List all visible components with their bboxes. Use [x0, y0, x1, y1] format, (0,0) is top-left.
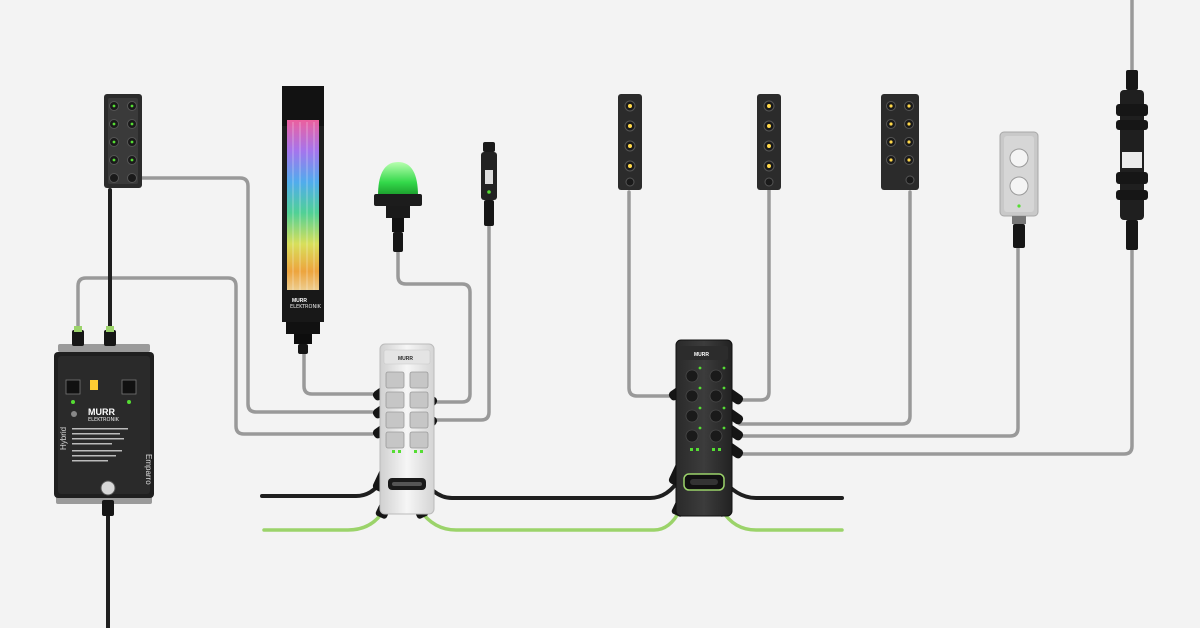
power-cables: [106, 188, 844, 628]
white-hub-brand: MURR: [398, 356, 413, 362]
black-hub-brand: MURR: [694, 352, 709, 358]
cable-io1-to-black-hub: [627, 190, 674, 398]
green-bus-in: [262, 508, 386, 532]
cable-ps-to-white-hub: [76, 276, 374, 436]
pushbutton-top: [1009, 148, 1029, 168]
cable-beacon-to-white-hub: [396, 248, 472, 404]
green-bus-out: [720, 508, 844, 532]
io-module-left: [104, 94, 142, 188]
ps-side-label-right: Emparro: [144, 454, 153, 485]
cable-buttonbox-to-black-hub: [738, 244, 1020, 438]
cable-rotary-to-black-hub: [738, 248, 1134, 456]
io-hub-black: MURR: [675, 339, 733, 517]
cable-sensor-to-white-hub: [434, 223, 491, 422]
ps-logo-box: [80, 406, 124, 420]
power-supply-unit: MURR ELEKTRONIK Hybrid Emparro: [54, 326, 154, 516]
pushbutton-bottom: [1009, 176, 1029, 196]
green-bus-white-to-black: [418, 508, 682, 532]
cable-io2-to-black-hub: [736, 188, 771, 402]
cable-bus-in: [260, 478, 384, 498]
cable-tower-to-white-hub: [302, 348, 374, 396]
io-module-3: [881, 94, 919, 190]
ps-brand-sub: ELEKTRONIK: [88, 417, 120, 423]
grey-cables: [76, 0, 1134, 456]
cable-io-left-to-white-hub: [138, 176, 374, 414]
cable-io3-to-black-hub: [738, 190, 912, 426]
sensor-device: [481, 142, 497, 226]
cable-bus-out: [718, 474, 844, 500]
io-hub-white: MURR: [379, 343, 435, 515]
io-module-1: [618, 94, 642, 190]
tower-brand-sub: ELEKTRONIK: [290, 304, 322, 310]
ps-brand: MURR: [88, 407, 115, 417]
ps-side-label-left: Hybrid: [59, 427, 68, 450]
pushbutton-box: [999, 131, 1039, 248]
cable-bus-white-to-black: [416, 468, 682, 500]
io-module-2: [757, 94, 781, 190]
signal-tower: MURR ELEKTRONIK: [282, 86, 324, 354]
beacon-light: [374, 162, 422, 252]
tower-brand: MURR: [292, 298, 307, 304]
inline-splitter: [1116, 70, 1148, 250]
green-cables: [262, 508, 844, 532]
